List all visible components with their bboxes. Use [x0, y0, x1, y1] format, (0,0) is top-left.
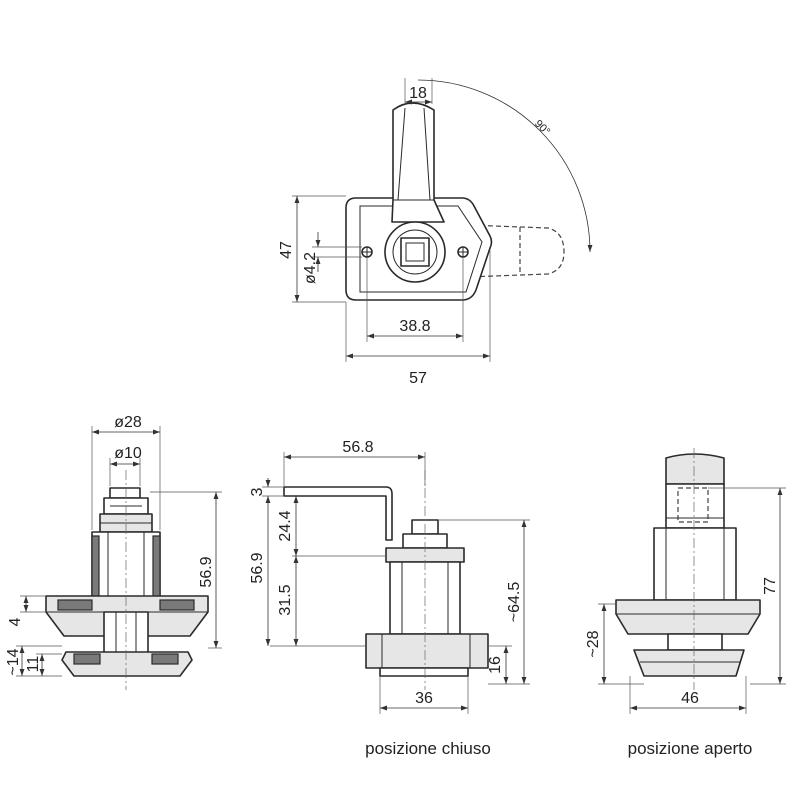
dim-open-base: ~28 [585, 630, 602, 657]
lever-edge [397, 107, 406, 201]
caption-closed: posizione chiuso [365, 739, 491, 758]
dim-lower: 31.5 [277, 584, 294, 615]
dim-hole-spacing: 38.8 [399, 318, 430, 335]
dim-nut-11: 11 [25, 656, 42, 673]
dim-height: 47 [278, 241, 295, 259]
dim-open-height: 77 [762, 577, 779, 595]
flange-section-right [159, 599, 195, 611]
open-flange [615, 599, 761, 635]
nut-section-right [151, 653, 179, 665]
flange-section-left [57, 599, 93, 611]
dim-width: 57 [409, 370, 427, 387]
top-view: 18 90° 47 ø4.2 38.8 57 [278, 78, 593, 387]
dim-upper: 24.4 [277, 510, 294, 541]
cam-square [400, 237, 430, 267]
dim-base: 16 [487, 656, 504, 674]
dim-open-base-width: 46 [681, 690, 699, 707]
closed-position-view: 56.8 3 24.4 56.9 31.5 ~64.5 16 36 [249, 439, 530, 758]
open-lever-outline [439, 223, 565, 279]
closed-base-nut [365, 633, 489, 669]
cam-square-inner [405, 242, 425, 262]
open-position-view: 77 ~28 46 posizione aperto [585, 448, 786, 758]
dim-lever-width: 18 [409, 85, 427, 102]
dim-nut-14: ~14 [5, 648, 22, 675]
dim-base-width: 36 [415, 690, 433, 707]
housing-inner-line [359, 205, 483, 293]
dim-total-height: 56.9 [198, 556, 215, 587]
open-lever-top [665, 453, 725, 485]
caption-open: posizione aperto [628, 739, 753, 758]
rotation-arc [417, 79, 593, 253]
dim-lever-length: 56.8 [342, 439, 373, 456]
side-section-view: ø28 ø10 56.9 4 ~14 11 [5, 414, 222, 690]
top-nut [109, 487, 141, 499]
open-spindle [667, 633, 723, 651]
dim-hole-diameter: ø4.2 [302, 252, 319, 284]
dim-flange: 4 [7, 617, 24, 626]
closed-base-plate [379, 667, 469, 677]
dim-total: 56.9 [249, 552, 266, 583]
mounting-hole-right [457, 246, 469, 258]
closed-lever-arm [283, 486, 393, 541]
open-bottom-nut [633, 649, 745, 677]
cam-ring [392, 229, 438, 275]
nut-section-left [73, 653, 101, 665]
dim-inner-diameter: ø10 [114, 445, 142, 462]
dim-lever-thickness: 3 [249, 487, 266, 496]
dim-overall: ~64.5 [506, 582, 523, 623]
dim-outer-diameter: ø28 [114, 414, 142, 431]
dim-rotation-angle: 90° [532, 118, 552, 138]
open-body [653, 527, 737, 601]
lever-edge [423, 107, 431, 201]
lever-handle [391, 102, 445, 223]
mounting-hole-left [361, 246, 373, 258]
